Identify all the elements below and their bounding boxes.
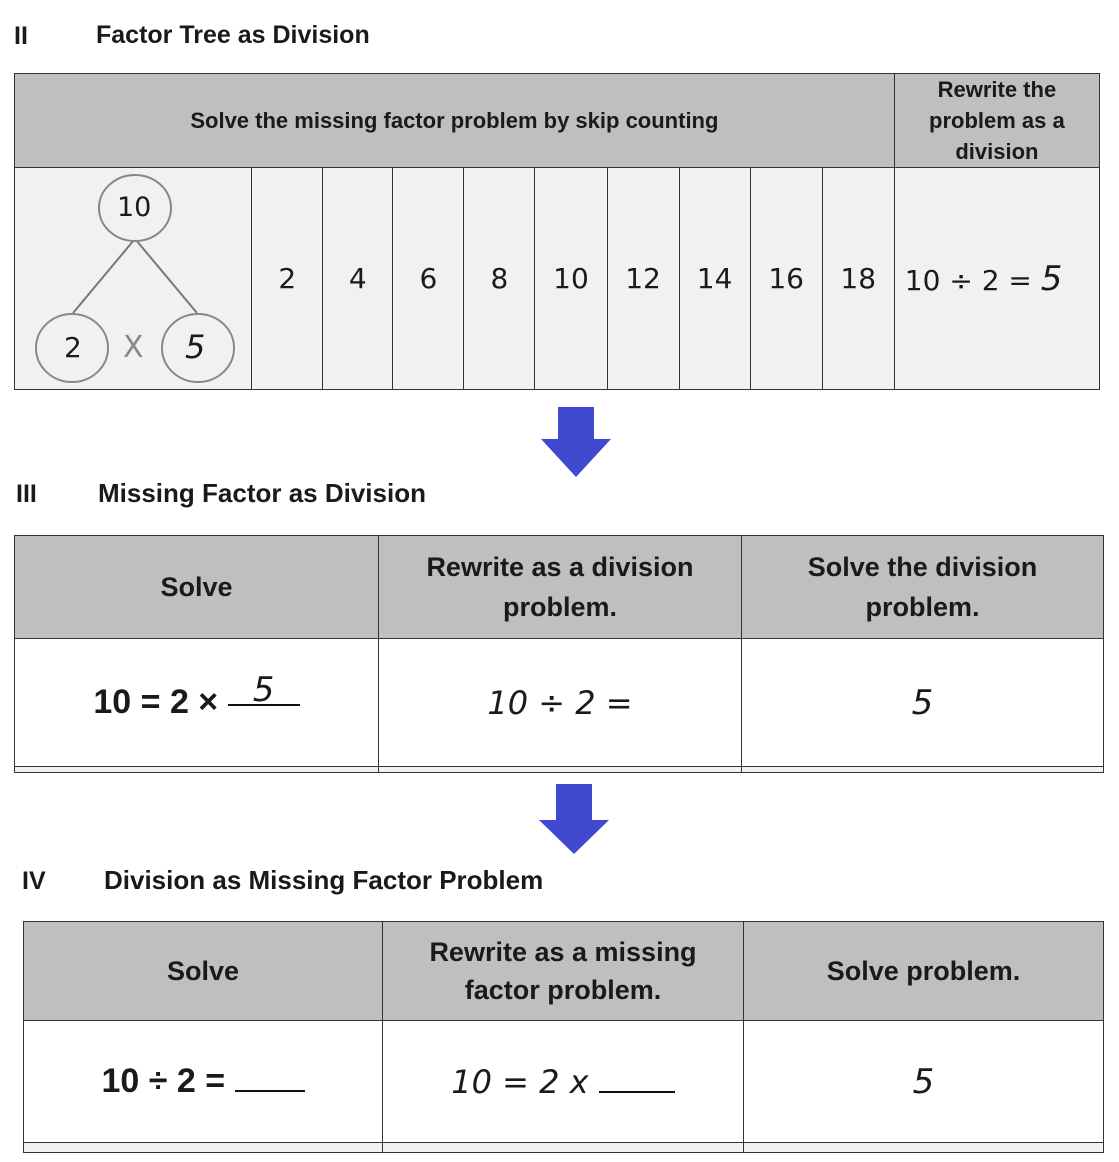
rewrite-expression: 10 = 2 x bbox=[451, 1062, 589, 1101]
solve-header: Solve bbox=[23, 921, 383, 1021]
section-3-number: III bbox=[16, 480, 37, 508]
answer-cell: 5 bbox=[741, 638, 1104, 767]
rewrite-cell: 10 ÷ 2 = bbox=[378, 638, 742, 767]
rewrite-cell: 10 = 2 x bbox=[382, 1020, 744, 1143]
tree-left-value: 2 bbox=[64, 331, 82, 364]
skip-count-cell: 18 bbox=[821, 167, 895, 390]
solve-cell: 10 = 2 × 5 bbox=[14, 638, 379, 767]
solve-answer-blank: 5 bbox=[227, 673, 300, 707]
solve-expression: 10 = 2 × bbox=[93, 683, 219, 721]
division-expression: 10 ÷ 2 = bbox=[904, 263, 1032, 297]
section-3-title: Missing Factor as Division bbox=[98, 478, 426, 508]
division-answer: 5 bbox=[1040, 258, 1063, 299]
rewrite-header: Rewrite as a division problem. bbox=[378, 535, 742, 639]
rewrite-header: Rewrite as a missing factor problem. bbox=[382, 921, 744, 1021]
skip-count-cell: 6 bbox=[392, 167, 465, 390]
skip-count-cell: 16 bbox=[749, 167, 823, 390]
solve-cell: 10 ÷ 2 = bbox=[23, 1020, 383, 1143]
tree-operator: X bbox=[123, 330, 144, 365]
section-4-number: IV bbox=[22, 867, 46, 895]
section-2-number: II bbox=[14, 22, 28, 50]
factor-tree-cell: 10 2 X 5 bbox=[13, 167, 253, 390]
solve-header: Solve bbox=[14, 535, 379, 639]
down-arrow-icon bbox=[539, 784, 609, 854]
solve-problem-header: Solve problem. bbox=[743, 921, 1104, 1021]
tree-top-value: 10 bbox=[117, 192, 152, 223]
down-arrow-icon bbox=[541, 407, 611, 477]
skip-count-cell: 4 bbox=[322, 167, 394, 390]
skip-count-cell: 12 bbox=[606, 167, 680, 390]
missing-factor-table: Solve Rewrite as a division problem. Sol… bbox=[14, 535, 1104, 773]
skip-count-cell: 10 bbox=[534, 167, 608, 390]
answer-cell: 5 bbox=[743, 1020, 1104, 1143]
solve-division-header: Solve the division problem. bbox=[741, 535, 1104, 639]
section-4-title: Division as Missing Factor Problem bbox=[104, 865, 544, 895]
solve-answer-blank[interactable] bbox=[234, 1088, 305, 1092]
skip-count-header: Solve the missing factor problem by skip… bbox=[14, 73, 895, 168]
solve-expression: 10 ÷ 2 = bbox=[101, 1062, 226, 1100]
section-2-title: Factor Tree as Division bbox=[96, 21, 370, 49]
skip-count-cell: 14 bbox=[678, 167, 751, 390]
skip-count-cell: 2 bbox=[251, 167, 324, 390]
factor-tree-table: Solve the missing factor problem by skip… bbox=[13, 73, 1101, 390]
division-missing-factor-table: Solve Rewrite as a missing factor proble… bbox=[23, 921, 1104, 1153]
tree-right-value: 5 bbox=[185, 328, 206, 366]
rewrite-answer-blank[interactable] bbox=[598, 1089, 675, 1093]
factor-tree-diagram bbox=[35, 174, 235, 383]
skip-count-cell: 8 bbox=[463, 167, 536, 390]
rewrite-division-header: Rewrite the problem as a division bbox=[893, 73, 1101, 168]
division-rewrite-cell: 10 ÷ 2 = 5 bbox=[893, 167, 1101, 390]
